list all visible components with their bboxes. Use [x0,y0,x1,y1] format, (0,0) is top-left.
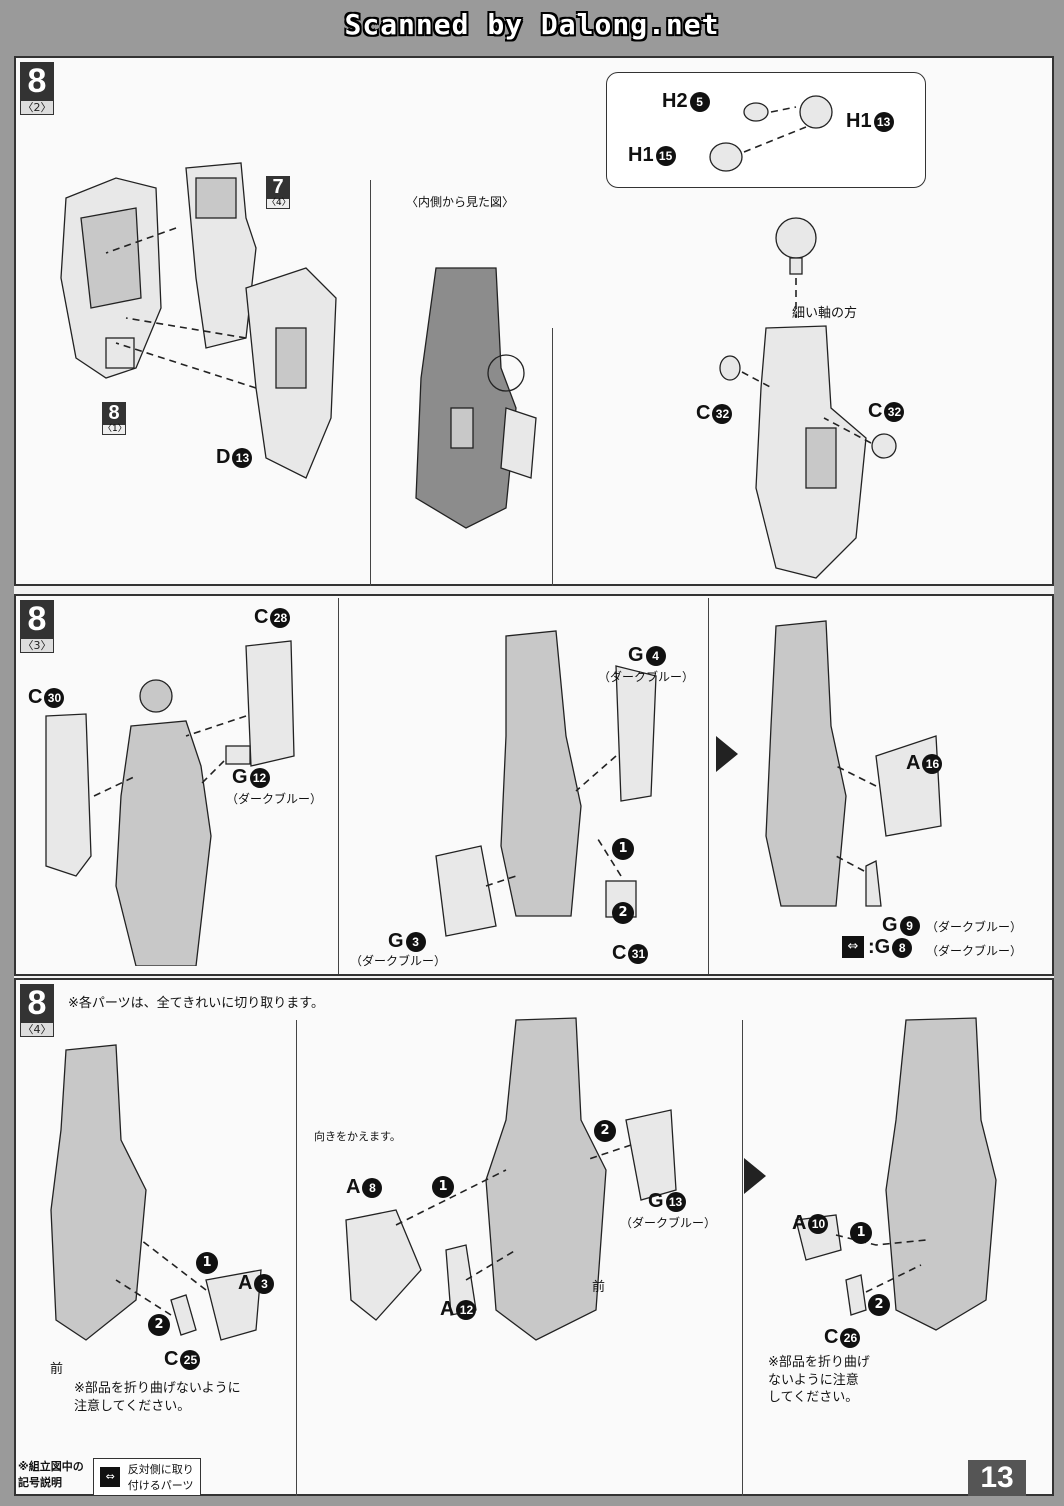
divider [370,180,371,586]
step-badge: 8 〈4〉 [20,984,54,1037]
callout-h-parts [606,72,926,188]
color-note-g9: （ダークブルー） [926,920,1023,934]
page-number: 13 [968,1460,1026,1496]
warning-note-left: ※部品を折り曲げないように 注意してください。 [74,1381,241,1414]
color-note-g4: （ダークブルー） [598,670,695,684]
color-note-g12: （ダークブルー） [226,792,323,806]
sequence-2: 2 [868,1294,890,1316]
turn-note: 向きをかえます。 [314,1130,401,1143]
assembly-illustration-lower-b [345,1017,677,1341]
assembly-illustration-lower-c [795,1017,997,1331]
step-substep: 〈3〉 [20,638,54,653]
step-number: 8 [20,62,54,100]
color-note-g13: （ダークブルー） [620,1216,717,1230]
step-substep: 〈4〉 [20,1022,54,1037]
opposite-side-icon: ⇔ [842,936,864,958]
next-arrow [744,1158,766,1194]
legend-box: ⇔ 反対側に取り 付けるパーツ [93,1458,201,1496]
divider [742,1020,743,1496]
assembly-illustration-upper-arm-a [45,640,295,966]
divider [296,1020,297,1496]
front-indicator-left: 前 [50,1362,64,1377]
ref-step-8-1: 8〈1〉 [102,402,127,435]
warning-note-right: ※部品を折り曲げ ないように注意 してください。 [768,1355,870,1406]
legend: ※組立図中の 記号説明 ⇔ 反対側に取り 付けるパーツ [18,1458,201,1496]
scan-credit: Scanned by Dalong.net [344,8,720,41]
step-badge: 8 〈3〉 [20,600,54,653]
front-indicator-mid: 前 [592,1280,606,1295]
divider [552,328,553,586]
step-number: 8 [20,600,54,638]
color-note-g8: （ダークブルー） [926,944,1023,958]
next-arrow [716,736,738,772]
color-note-g3: （ダークブルー） [350,954,447,968]
divider [708,598,709,974]
sequence-1: 1 [612,838,634,860]
assembly-illustration-lower-a [50,1044,262,1341]
assembly-illustration-arm [60,162,337,479]
sequence-1: 1 [196,1252,218,1274]
cut-note: ※各パーツは、全てきれいに切り取ります。 [68,996,324,1011]
ref-step-7: 7〈4〉 [266,176,291,209]
step-number: 8 [20,984,54,1022]
thin-axis-note: 細い軸の方 [792,306,858,321]
sequence-1: 1 [432,1176,454,1198]
legend-title: ※組立図中の 記号説明 [18,1460,84,1489]
sequence-2: 2 [612,902,634,924]
step-badge: 8 〈2〉 [20,62,54,115]
step-substep: 〈2〉 [20,100,54,115]
sequence-1: 1 [850,1222,872,1244]
inside-view-caption: 〈内側から見た図〉 [406,195,515,209]
inside-view-illustration [415,267,537,529]
legend-description: 反対側に取り 付けるパーツ [127,1463,194,1492]
callout-parts-illustration [709,95,833,172]
sequence-2: 2 [148,1314,170,1336]
sequence-2: 2 [594,1120,616,1142]
assembly-illustration-forearm [719,217,897,579]
divider [338,598,339,974]
opposite-side-icon: ⇔ [100,1467,121,1487]
